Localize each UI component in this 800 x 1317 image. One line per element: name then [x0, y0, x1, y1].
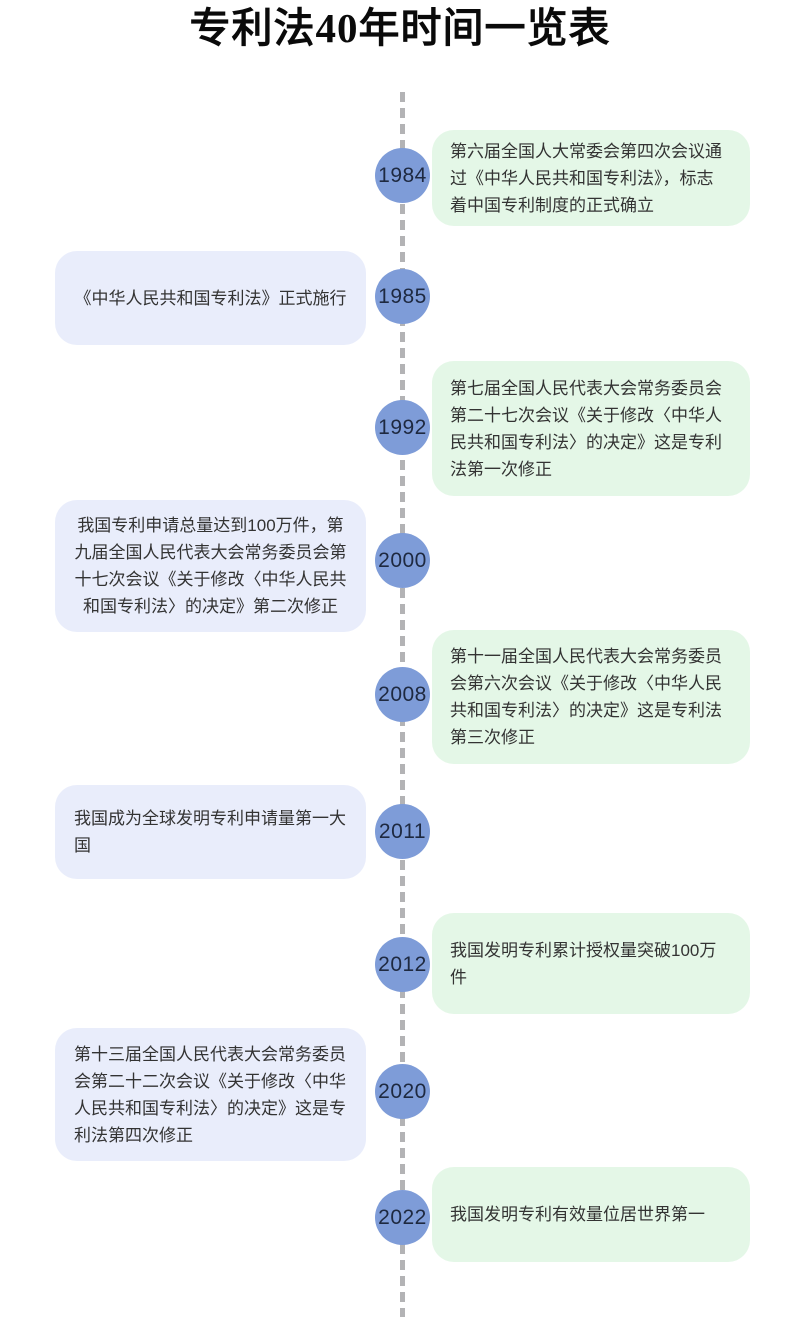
event-text-2012: 我国发明专利累计授权量突破100万件	[450, 940, 717, 987]
event-card-1984: 第六届全国人大常委会第四次会议通过《中华人民共和国专利法》，标志着中国专利制度的…	[432, 130, 750, 226]
year-badge-2000: 2000	[375, 533, 430, 588]
event-text-1984: 第六届全国人大常委会第四次会议通过《中华人民共和国专利法》，标志着中国专利制度的…	[450, 141, 722, 215]
event-card-2020: 第十三届全国人民代表大会常务委员会第二十二次会议《关于修改〈中华人民共和国专利法…	[55, 1028, 366, 1161]
event-card-2000: 我国专利申请总量达到100万件，第九届全国人民代表大会常务委员会第十七次会议《关…	[55, 500, 366, 632]
year-badge-2011: 2011	[375, 804, 430, 859]
year-badge-1985: 1985	[375, 269, 430, 324]
event-card-1992: 第七届全国人民代表大会常务委员会第二十七次会议《关于修改〈中华人民共和国专利法〉…	[432, 361, 750, 496]
year-badge-1992: 1992	[375, 400, 430, 455]
event-card-2012: 我国发明专利累计授权量突破100万件	[432, 913, 750, 1014]
event-text-1985: 《中华人民共和国专利法》正式施行	[74, 288, 347, 308]
event-card-2008: 第十一届全国人民代表大会常务委员会第六次会议《关于修改〈中华人民共和国专利法〉的…	[432, 630, 750, 764]
event-card-2011: 我国成为全球发明专利申请量第一大国	[55, 785, 366, 879]
year-badge-2020: 2020	[375, 1064, 430, 1119]
event-card-1985: 《中华人民共和国专利法》正式施行	[55, 251, 366, 345]
event-text-2000: 我国专利申请总量达到100万件，第九届全国人民代表大会常务委员会第十七次会议《关…	[74, 516, 347, 616]
event-text-1992: 第七届全国人民代表大会常务委员会第二十七次会议《关于修改〈中华人民共和国专利法〉…	[450, 378, 722, 479]
year-badge-2012: 2012	[375, 937, 430, 992]
year-badge-2022: 2022	[375, 1190, 430, 1245]
event-card-2022: 我国发明专利有效量位居世界第一	[432, 1167, 750, 1262]
year-badge-2008: 2008	[375, 667, 430, 722]
event-text-2008: 第十一届全国人民代表大会常务委员会第六次会议《关于修改〈中华人民共和国专利法〉的…	[450, 647, 722, 747]
event-text-2022: 我国发明专利有效量位居世界第一	[450, 1205, 705, 1224]
event-text-2020: 第十三届全国人民代表大会常务委员会第二十二次会议《关于修改〈中华人民共和国专利法…	[74, 1044, 346, 1145]
event-text-2011: 我国成为全球发明专利申请量第一大国	[74, 809, 346, 855]
year-badge-1984: 1984	[375, 148, 430, 203]
page-title: 专利法40年时间一览表	[189, 5, 611, 51]
